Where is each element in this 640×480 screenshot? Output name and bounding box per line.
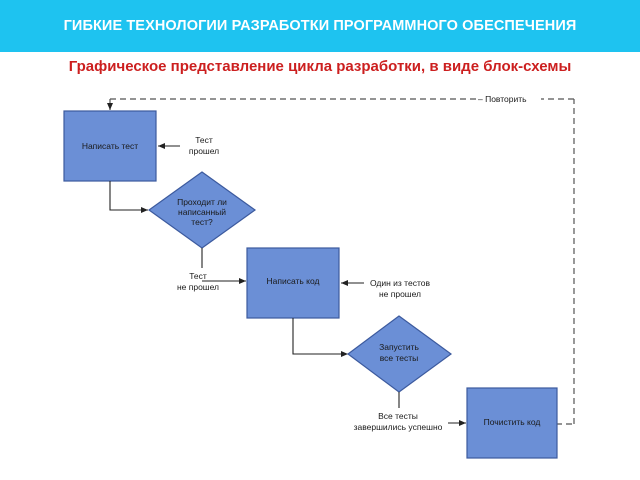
all-passed-label-line1: Все тесты — [378, 411, 418, 421]
run-tests-decision: Запустить все тесты — [346, 315, 453, 393]
all-passed-edge: Все тесты завершились успешно — [354, 392, 466, 432]
test-passed-label-line1: Тест — [195, 135, 213, 145]
test-failed-edge: Тест не прошел — [177, 248, 246, 292]
one-failed-label-line1: Один из тестов — [370, 278, 430, 288]
diagram-subtitle: Графическое представление цикла разработ… — [68, 58, 572, 75]
test-failed-label-line2: не прошел — [177, 282, 219, 292]
test-failed-label-line1: Тест — [189, 271, 207, 281]
run-tests-label-line2: все тесты — [380, 353, 419, 363]
test-passed-edge: Тест прошел — [158, 135, 219, 156]
write-code-label: Написать код — [266, 276, 319, 286]
clean-code-node: Почистить код — [466, 387, 558, 459]
run-tests-label-line1: Запустить — [379, 342, 419, 352]
write-code-to-run-tests-edge — [292, 318, 348, 357]
test-passes-label-line2: написанный — [178, 207, 226, 217]
header-bar — [0, 0, 640, 52]
write-code-node: Написать код — [246, 247, 340, 319]
repeat-loop: – Повторить — [107, 94, 575, 425]
test-passes-decision: Проходит ли написанный тест? — [147, 171, 257, 249]
page-title: ГИБКИЕ ТЕХНОЛОГИИ РАЗРАБОТКИ ПРОГРАММНОГ… — [63, 18, 577, 34]
test-passed-label-line2: прошел — [189, 146, 219, 156]
one-failed-edge: Один из тестов не прошел — [341, 278, 430, 299]
clean-code-label: Почистить код — [484, 417, 541, 427]
all-passed-label-line2: завершились успешно — [354, 422, 443, 432]
one-failed-label-line2: не прошел — [379, 289, 421, 299]
write-test-node: Написать тест — [63, 110, 157, 182]
write-test-to-decision-edge — [109, 181, 148, 213]
test-passes-label-line3: тест? — [191, 217, 213, 227]
write-test-label: Написать тест — [82, 141, 138, 151]
repeat-label: – Повторить — [478, 94, 527, 104]
test-passes-label-line1: Проходит ли — [177, 197, 227, 207]
